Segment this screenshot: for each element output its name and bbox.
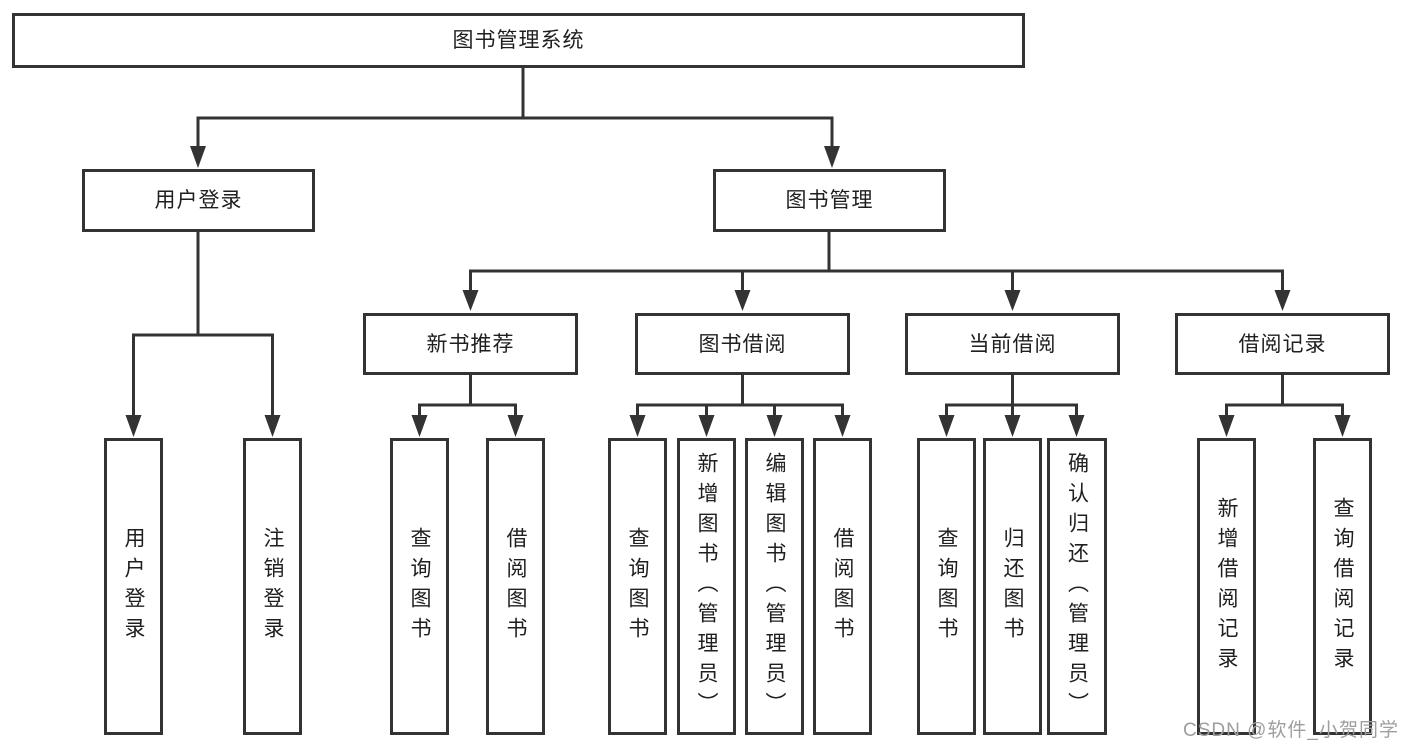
leaf-borrow-books-rec: 借阅图书 bbox=[486, 438, 545, 735]
leaf-borrow-books-rec-label: 借阅图书 bbox=[504, 526, 527, 647]
leaf-confirm-return: 确认归还（管理员） bbox=[1047, 438, 1107, 735]
connector-borrow-records bbox=[1218, 374, 1351, 437]
connector-user-login bbox=[125, 231, 281, 437]
leaf-confirm-return-label: 确认归还（管理员） bbox=[1065, 451, 1089, 722]
leaf-add-books-label: 新增图书（管理员） bbox=[695, 451, 718, 722]
connector-new-book-rec bbox=[411, 374, 524, 437]
node-book-mgmt: 图书管理 bbox=[713, 169, 946, 232]
leaf-user-login: 用户登录 bbox=[104, 438, 163, 735]
leaf-query-borrow-record: 查询借阅记录 bbox=[1313, 438, 1372, 735]
connector-root bbox=[190, 66, 840, 168]
leaf-query-books-current-label: 查询图书 bbox=[935, 526, 958, 647]
connector-book-mgmt bbox=[462, 231, 1291, 311]
leaf-add-borrow-record-label: 新增借阅记录 bbox=[1215, 496, 1238, 677]
node-current-borrow: 当前借阅 bbox=[905, 313, 1120, 375]
node-book-borrow-label: 图书借阅 bbox=[698, 332, 787, 356]
leaf-logout: 注销登录 bbox=[243, 438, 302, 735]
leaf-logout-label: 注销登录 bbox=[261, 526, 284, 647]
node-root: 图书管理系统 bbox=[12, 13, 1025, 68]
node-borrow-records: 借阅记录 bbox=[1175, 313, 1390, 375]
leaf-return-books-label: 归还图书 bbox=[1001, 526, 1024, 647]
leaf-add-books: 新增图书（管理员） bbox=[677, 438, 736, 735]
node-borrow-records-label: 借阅记录 bbox=[1238, 332, 1327, 356]
node-book-borrow: 图书借阅 bbox=[635, 313, 850, 375]
node-current-borrow-label: 当前借阅 bbox=[968, 332, 1057, 356]
leaf-add-borrow-record: 新增借阅记录 bbox=[1197, 438, 1256, 735]
node-book-mgmt-label: 图书管理 bbox=[785, 189, 874, 212]
node-new-book-rec-label: 新书推荐 bbox=[426, 332, 515, 356]
node-user-login-label: 用户登录 bbox=[154, 189, 243, 212]
leaf-edit-books-label: 编辑图书（管理员） bbox=[763, 451, 786, 722]
connector-book-borrow bbox=[629, 374, 851, 437]
leaf-query-books-current: 查询图书 bbox=[917, 438, 976, 735]
node-root-label: 图书管理系统 bbox=[452, 29, 585, 52]
leaf-query-books-rec-label: 查询图书 bbox=[408, 526, 431, 647]
leaf-query-books-borrow-label: 查询图书 bbox=[626, 526, 649, 647]
leaf-query-books-rec: 查询图书 bbox=[390, 438, 449, 735]
leaf-edit-books: 编辑图书（管理员） bbox=[745, 438, 804, 735]
leaf-query-borrow-record-label: 查询借阅记录 bbox=[1331, 496, 1354, 677]
node-user-login: 用户登录 bbox=[82, 169, 315, 232]
leaf-borrow-books-label: 借阅图书 bbox=[831, 526, 854, 647]
leaf-query-books-borrow: 查询图书 bbox=[608, 438, 667, 735]
leaf-return-books: 归还图书 bbox=[983, 438, 1042, 735]
csdn-watermark: CSDN @软件_小贺同学 bbox=[1183, 720, 1399, 741]
leaf-borrow-books: 借阅图书 bbox=[813, 438, 872, 735]
node-new-book-rec: 新书推荐 bbox=[363, 313, 578, 375]
leaf-user-login-label: 用户登录 bbox=[122, 526, 145, 647]
connector-current-borrow bbox=[938, 374, 1085, 437]
